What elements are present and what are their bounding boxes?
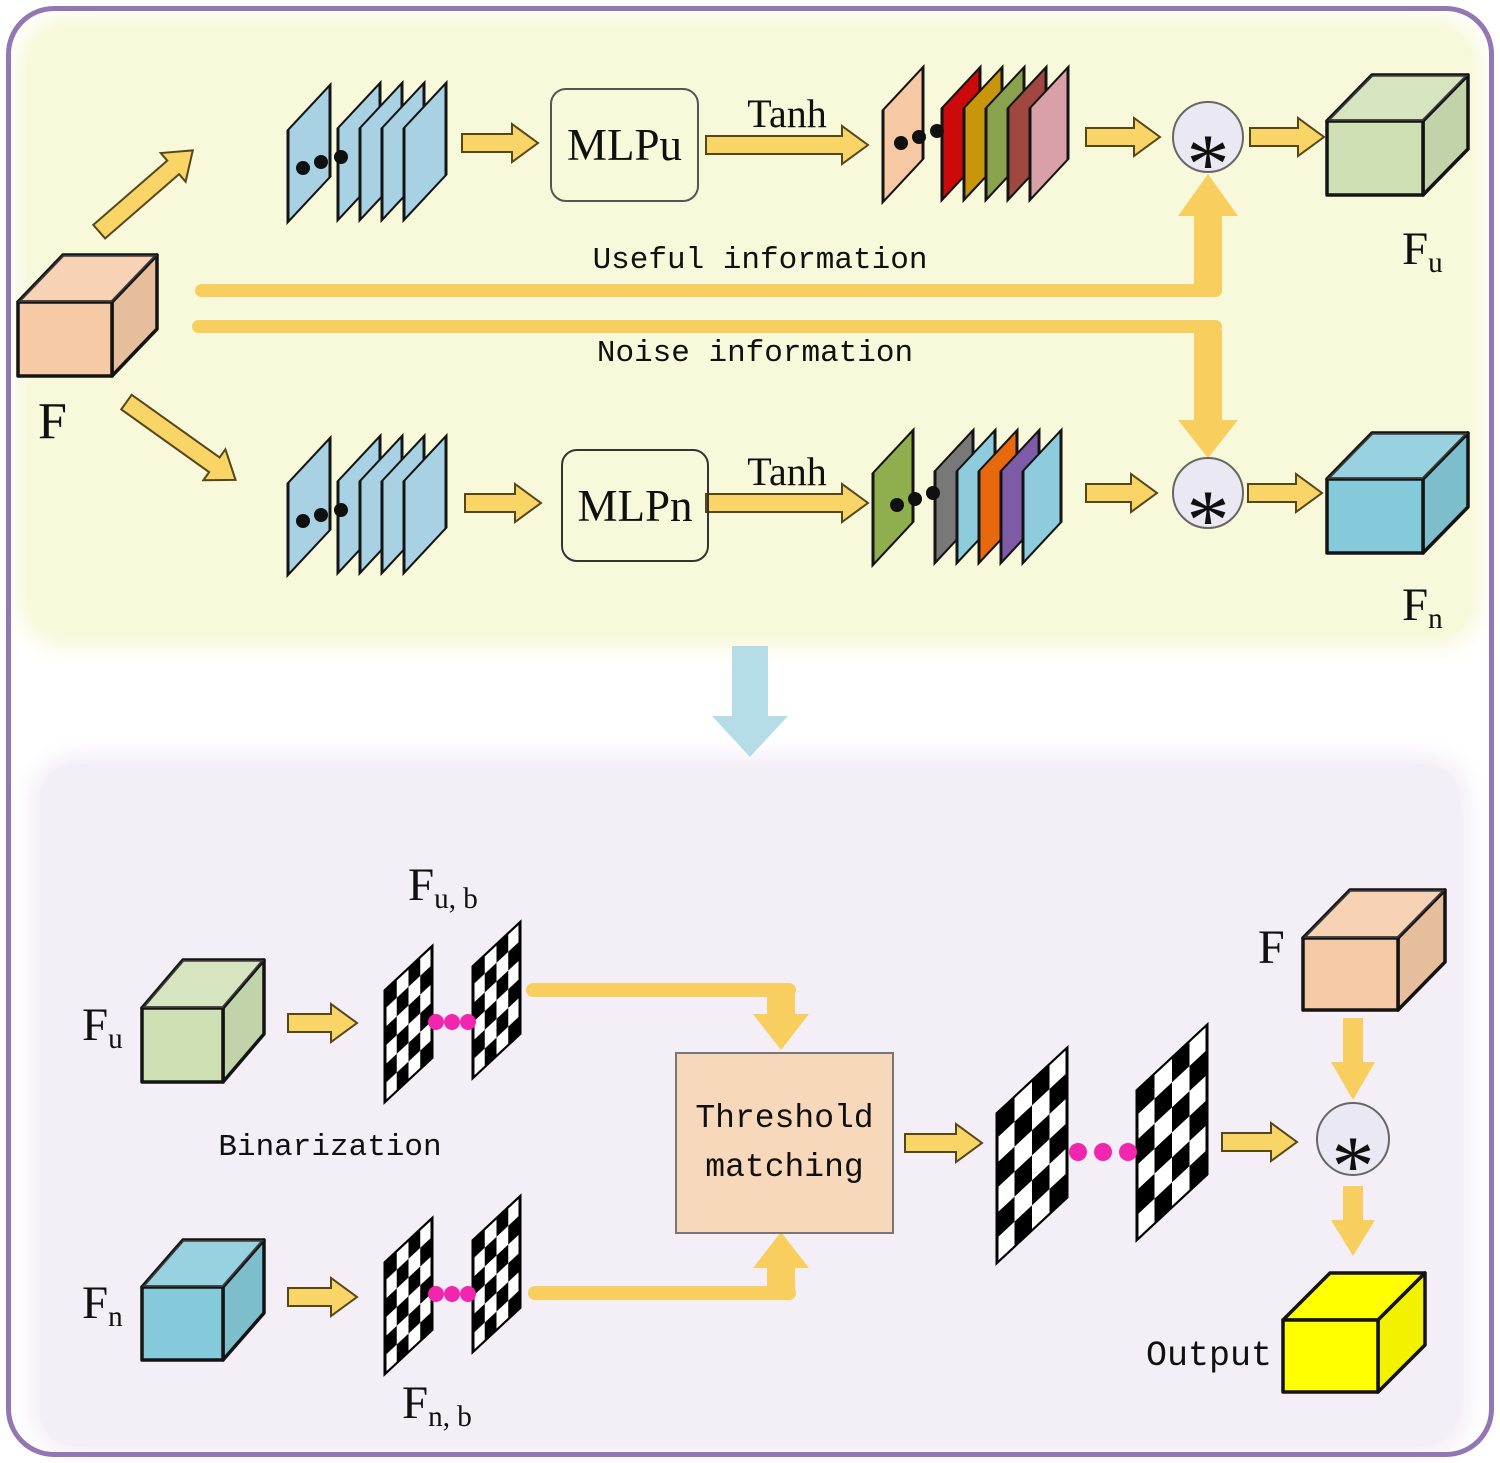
binary-map-fnb-1: [383, 1215, 434, 1377]
arrow-tanh-bottom: [705, 482, 870, 524]
f-to-multiply-arrow: [1331, 1018, 1375, 1100]
binary-maps: [383, 919, 1209, 1377]
fnb-label: Fn, b: [402, 1377, 472, 1434]
arrow-stack-to-mlpn: [464, 482, 543, 524]
fub-to-threshold-line: [526, 983, 809, 1050]
fub-label: Fu, b: [408, 859, 478, 916]
arrow-f-to-useful-stack: [91, 149, 195, 240]
binary-map-matched-1: [995, 1044, 1069, 1266]
arrow-threshold-to-maps: [904, 1122, 984, 1164]
useful-information-line: [195, 174, 1238, 297]
arrow-f-to-noise-stack: [119, 393, 237, 482]
f-label-bottom: F: [1258, 921, 1285, 974]
output-label: Output: [1145, 1336, 1272, 1376]
cube-fn-top: [1325, 431, 1470, 555]
arrow-stack-to-mlpu: [461, 122, 540, 164]
fnb-to-threshold-line: [528, 1232, 809, 1300]
cube-fu-top: [1325, 73, 1470, 197]
multiply-symbol-bottom: *: [1186, 472, 1230, 568]
arrow-fu-to-binary: [287, 1002, 359, 1044]
threshold-matching-box: Threshold matching: [675, 1052, 894, 1234]
attention-stack-noise: [871, 426, 1063, 569]
threshold-label-line2: matching: [705, 1149, 864, 1186]
f-input-label: F: [38, 393, 67, 450]
cube-f-bottom: [1301, 888, 1447, 1012]
mlpu-label: MLPu: [566, 120, 683, 170]
binary-map-fnb-2: [471, 1193, 522, 1355]
ellipsis-dots-pink: [428, 1014, 1137, 1302]
ellipsis-dots-black: [296, 124, 944, 528]
useful-information-label: Useful information: [592, 243, 928, 278]
cube-f-input: [16, 253, 159, 378]
multiply-to-output-arrow: [1331, 1186, 1375, 1256]
attention-stack-useful: [881, 63, 1070, 206]
arrow-attention-to-multiply-bottom: [1085, 472, 1159, 514]
cubes: [16, 73, 1470, 1394]
binarization-label: Binarization: [218, 1130, 442, 1165]
mlpn-label: MLPn: [577, 480, 693, 531]
binary-map-matched-2: [1135, 1021, 1209, 1243]
cube-fn-bottom: [140, 1238, 266, 1362]
arrow-multiply-to-fu: [1249, 116, 1326, 158]
cube-output: [1281, 1271, 1427, 1394]
arrow-multiply-to-fn: [1247, 472, 1324, 514]
multiply-circle-bottom: [1172, 457, 1244, 529]
noise-information-line: [192, 320, 1238, 458]
noise-information-label: Noise information: [596, 336, 914, 371]
feature-stack-noise-input: [286, 432, 448, 579]
multiply-circle-top: [1172, 101, 1244, 173]
binary-map-fub-2: [471, 919, 522, 1081]
arrow-attention-to-multiply-top: [1085, 116, 1162, 158]
stage-transition-arrow: [712, 646, 788, 757]
multiply-symbol-top: *: [1186, 116, 1230, 212]
multiply-symbol-output: *: [1331, 1118, 1375, 1214]
fu-label-bottom: Fu: [82, 999, 123, 1056]
arrow-fn-to-binary: [287, 1276, 359, 1318]
cube-fu-bottom: [140, 958, 266, 1084]
feature-stack-useful-input: [286, 79, 448, 226]
mlpn-box: MLPn: [561, 449, 709, 562]
block-arrows: [91, 116, 1326, 1318]
tanh-label-top: Tanh: [747, 91, 827, 136]
arrow-maps-to-multiply: [1221, 1121, 1299, 1163]
arrow-tanh-top: [705, 124, 870, 166]
threshold-label-line1: Threshold: [695, 1099, 874, 1137]
binary-map-fub-1: [383, 943, 434, 1105]
multiply-circle-output: [1316, 1102, 1390, 1176]
fn-label-top: Fn: [1402, 579, 1443, 636]
fn-label-bottom: Fn: [82, 1277, 123, 1334]
mlpu-box: MLPu: [550, 88, 699, 202]
fu-label-top: Fu: [1402, 223, 1443, 280]
tanh-label-bottom: Tanh: [747, 449, 827, 494]
